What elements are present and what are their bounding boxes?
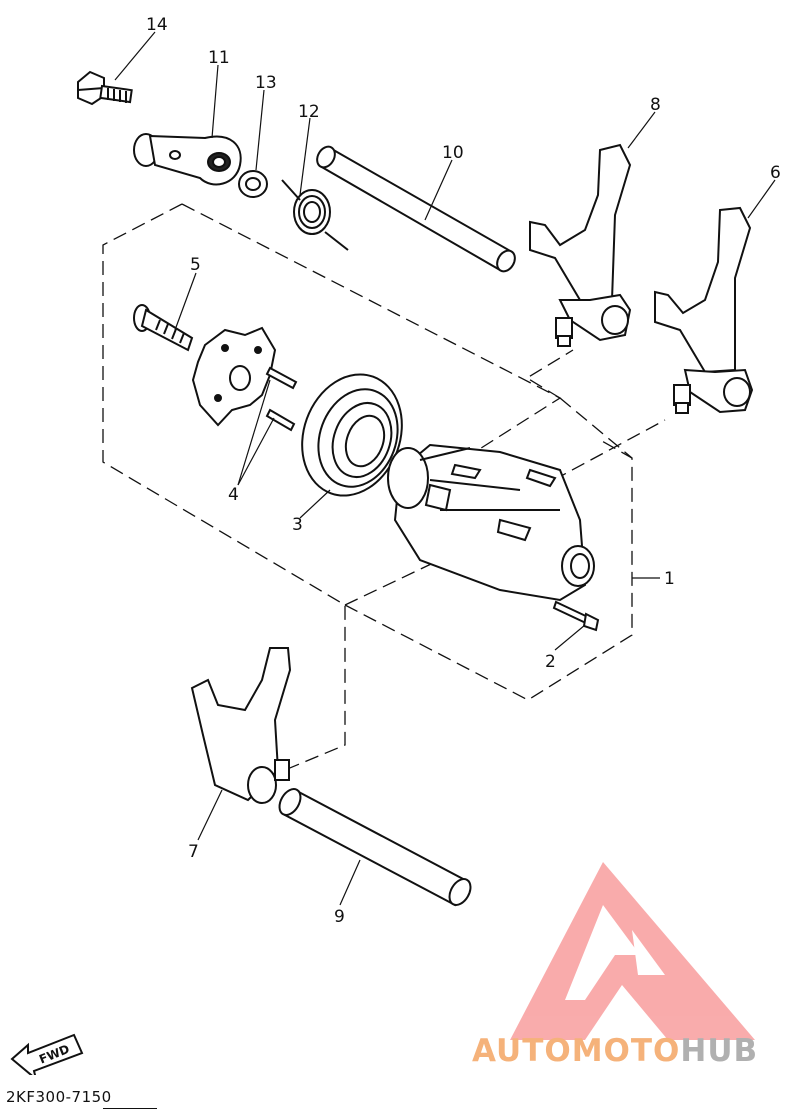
callout-3: 3 [292, 515, 303, 535]
callout-8: 8 [650, 95, 661, 115]
watermark-part2: HUB [680, 1033, 759, 1069]
part-14-bolt [77, 70, 133, 106]
callout-11: 11 [208, 48, 230, 68]
callout-10: 10 [442, 143, 464, 163]
callout-7: 7 [188, 842, 199, 862]
automotohub-logo [510, 862, 755, 1040]
watermark-text: AUTOMOTOHUB [472, 1033, 758, 1069]
part-7-shift-fork [190, 647, 292, 804]
part-3-bearing [301, 373, 403, 497]
part-10-shaft [316, 145, 516, 273]
callout-9: 9 [334, 907, 345, 927]
part-4-dowel-pins [265, 366, 298, 432]
part-5-screw [133, 304, 194, 352]
segment-cam-plate [191, 326, 277, 427]
callout-5: 5 [190, 255, 201, 275]
part-6-shift-fork [654, 206, 754, 414]
part-13-washer [238, 170, 268, 198]
part-8-shift-fork [529, 143, 632, 347]
callout-12: 12 [298, 102, 320, 122]
part-11-lever-plate [133, 133, 242, 186]
part-12-spring [281, 179, 349, 251]
callout-14: 14 [146, 15, 168, 35]
callout-4: 4 [228, 485, 239, 505]
callout-6: 6 [770, 163, 781, 183]
callout-1: 1 [664, 569, 675, 589]
part-2-screw [552, 600, 600, 632]
callout-labels: 14 11 13 12 10 8 6 5 4 3 1 2 7 9 [146, 15, 781, 927]
watermark-part1: AUTOMOTO [472, 1033, 681, 1069]
drawing-code: 2KF300-7150 [6, 1088, 112, 1106]
forward-arrow-icon: FWD [10, 1033, 84, 1075]
assembly-boundary [102, 203, 666, 771]
code-underline [103, 1108, 157, 1109]
callout-2: 2 [545, 652, 556, 672]
callout-13: 13 [255, 73, 277, 93]
part-9-shaft [278, 788, 472, 907]
shift-drum [387, 443, 595, 602]
leader-lines [114, 31, 776, 906]
